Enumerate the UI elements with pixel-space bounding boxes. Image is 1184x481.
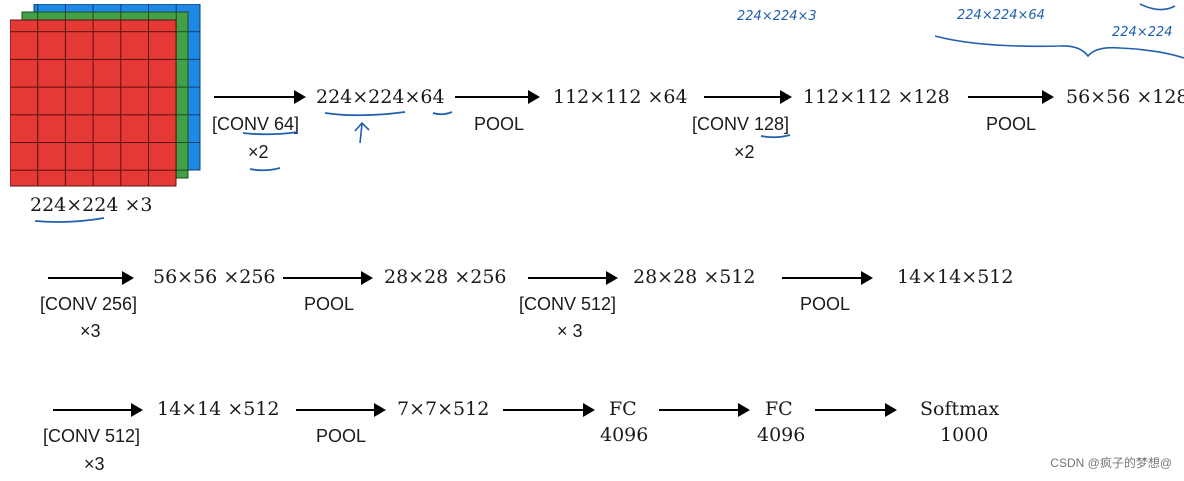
op-r1-2: POOL xyxy=(474,114,525,134)
up-arrow-mark xyxy=(354,121,370,144)
dim-r2-2: 28×28 ×256 xyxy=(384,266,507,288)
channel-red xyxy=(9,19,177,187)
op-r2-2: POOL xyxy=(304,294,355,314)
brace-mark xyxy=(934,35,1184,59)
op-r2-3-line2: × 3 xyxy=(557,321,583,341)
arrow-r1-1 xyxy=(214,90,306,104)
fc1-size: 4096 xyxy=(600,424,649,446)
dim-r1-3: 112×112 ×128 xyxy=(803,86,950,108)
arrow-r3-4 xyxy=(659,403,750,417)
op-r3-1-line2: ×3 xyxy=(84,454,105,474)
underline-224x224 xyxy=(324,111,406,117)
dim-r2-1: 56×56 ×256 xyxy=(153,266,276,288)
arrow-r2-1 xyxy=(48,271,134,285)
arrow-r1-4 xyxy=(968,90,1054,104)
dim-r1-4: 56×56 ×128 xyxy=(1066,86,1184,108)
note-1: 224×224×3 xyxy=(737,9,817,24)
op-r1-1-line2: ×2 xyxy=(248,142,269,162)
arrow-r1-3 xyxy=(704,90,792,104)
arrow-r3-3 xyxy=(503,403,595,417)
op-r3-2: POOL xyxy=(316,426,367,446)
underline-64 xyxy=(432,111,453,116)
op-r2-3-line1: [CONV 512] xyxy=(519,294,617,314)
note-3: 224×224 xyxy=(1112,25,1173,40)
scribble-top-right xyxy=(1139,3,1176,11)
fc2-size: 4096 xyxy=(757,424,806,446)
dim-r2-4: 14×14×512 xyxy=(897,266,1014,288)
op-r1-3-line2: ×2 xyxy=(734,142,755,162)
dim-r1-2: 112×112 ×64 xyxy=(553,86,688,108)
op-r1-4: POOL xyxy=(986,114,1037,134)
arrow-r3-2 xyxy=(296,403,386,417)
op-r2-4: POOL xyxy=(800,294,851,314)
arrow-r2-3 xyxy=(528,271,618,285)
op-r1-3-line1: [CONV 128] xyxy=(692,114,790,134)
arrow-r2-4 xyxy=(782,271,873,285)
arrow-r3-5 xyxy=(815,403,897,417)
underline-conv64 xyxy=(242,131,299,136)
dim-r3-2: 7×7×512 xyxy=(397,398,490,420)
op-r3-1-line1: [CONV 512] xyxy=(43,426,141,446)
input-label: 224×224 ×3 xyxy=(30,194,153,216)
op-r1-1-line1: [CONV 64] xyxy=(212,114,300,134)
note-2: 224×224×64 xyxy=(957,8,1045,23)
watermark: CSDN @疯子的梦想@ xyxy=(1050,456,1172,470)
underline-128 xyxy=(760,134,791,139)
underline-input xyxy=(34,217,105,223)
dim-r2-3: 28×28 ×512 xyxy=(633,266,756,288)
underline-x2 xyxy=(249,167,281,172)
op-r2-1-line2: ×3 xyxy=(80,321,101,341)
dim-r1-1: 224×224×64 xyxy=(316,86,445,108)
input-volume xyxy=(9,3,210,194)
softmax-label: Softmax xyxy=(920,398,1000,420)
fc1-label: FC xyxy=(609,398,637,420)
op-r2-1-line1: [CONV 256] xyxy=(40,294,138,314)
softmax-size: 1000 xyxy=(940,424,989,446)
fc2-label: FC xyxy=(765,398,793,420)
arrow-r3-1 xyxy=(53,403,143,417)
input-volume-graphic xyxy=(9,3,201,187)
arrow-r1-2 xyxy=(455,90,540,104)
dim-r3-1: 14×14 ×512 xyxy=(157,398,280,420)
arrow-r2-2 xyxy=(283,271,373,285)
